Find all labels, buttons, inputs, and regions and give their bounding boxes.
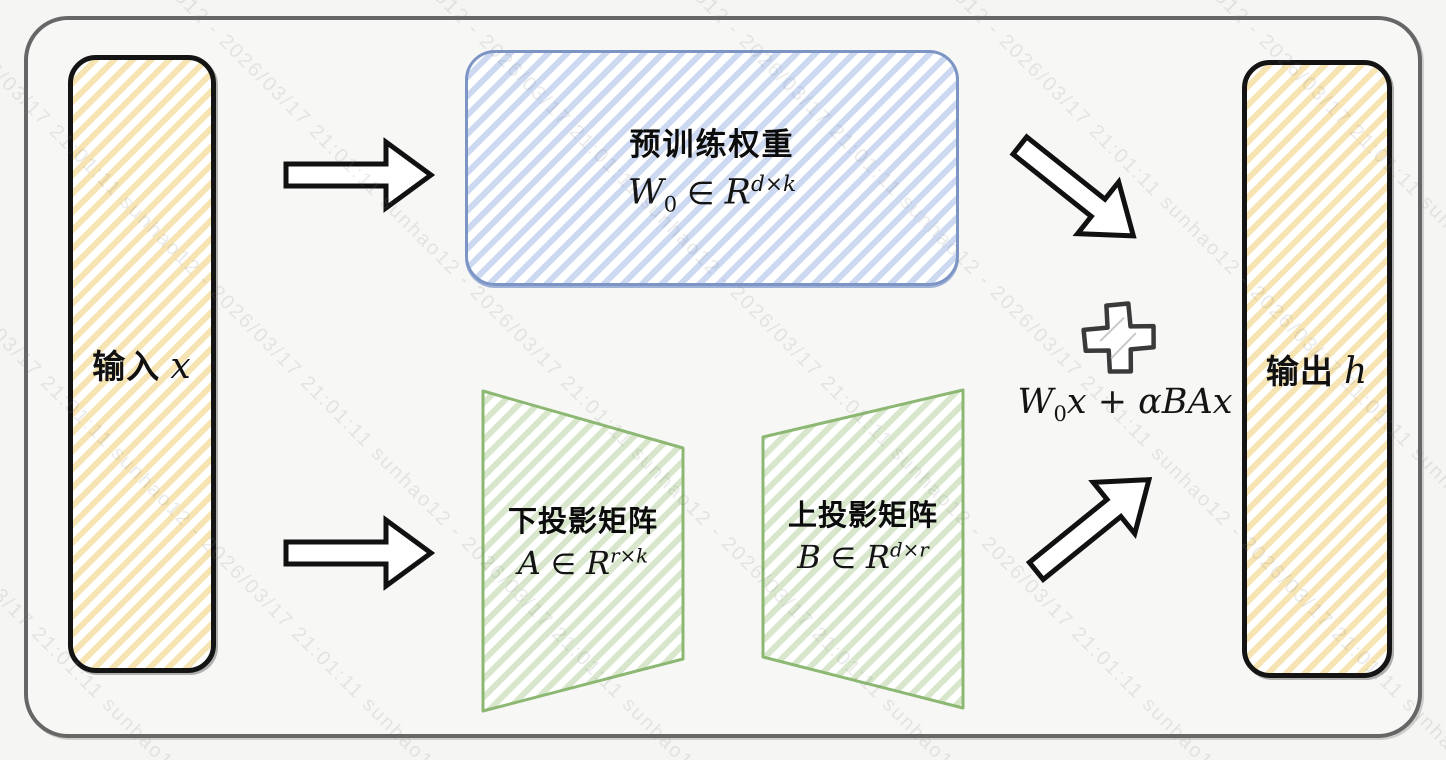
formula-sup: d×k [750,172,797,198]
input-label: 输入 x [92,340,191,388]
pretrained-title: 预训练权重 [629,127,795,163]
watermark-text: sunhao12 - 2026/03/17 21:01:11 sunhao12 … [1424,0,1446,760]
arrow-upproj-to-sum-icon [1009,447,1176,603]
formula-sub: 0 [1053,402,1067,426]
arrow-input-to-pretrained-icon [283,136,435,214]
arrow-pretrained-to-sum-icon [993,113,1161,269]
input-var: x [170,346,192,387]
plus-icon [1078,298,1160,374]
pretrained-formula: W0 ∈Rd×k [628,172,796,217]
input-label-text: 输入 [92,348,161,385]
output-vector-block: 输出 h [1242,60,1392,678]
down-projection-shape [481,389,685,713]
formula-base: W [627,172,664,213]
arrow-input-to-downproj-icon [283,514,435,592]
formula-sub: 0 [663,192,678,217]
sum-formula: W0x + αBAx [975,382,1275,426]
formula-rest: x + αBAx [1066,382,1233,422]
output-label-text: 输出 [1265,353,1334,390]
formula-set: R [724,172,751,213]
element-of-symbol: ∈ [687,175,715,212]
input-vector-block: 输入 x [68,55,216,673]
output-var: h [1343,351,1369,392]
pretrained-weights-box: 预训练权重 W0 ∈Rd×k [465,50,959,286]
up-projection-shape [761,388,965,710]
formula-base: W [1017,382,1054,422]
output-label: 输出 h [1266,345,1368,393]
